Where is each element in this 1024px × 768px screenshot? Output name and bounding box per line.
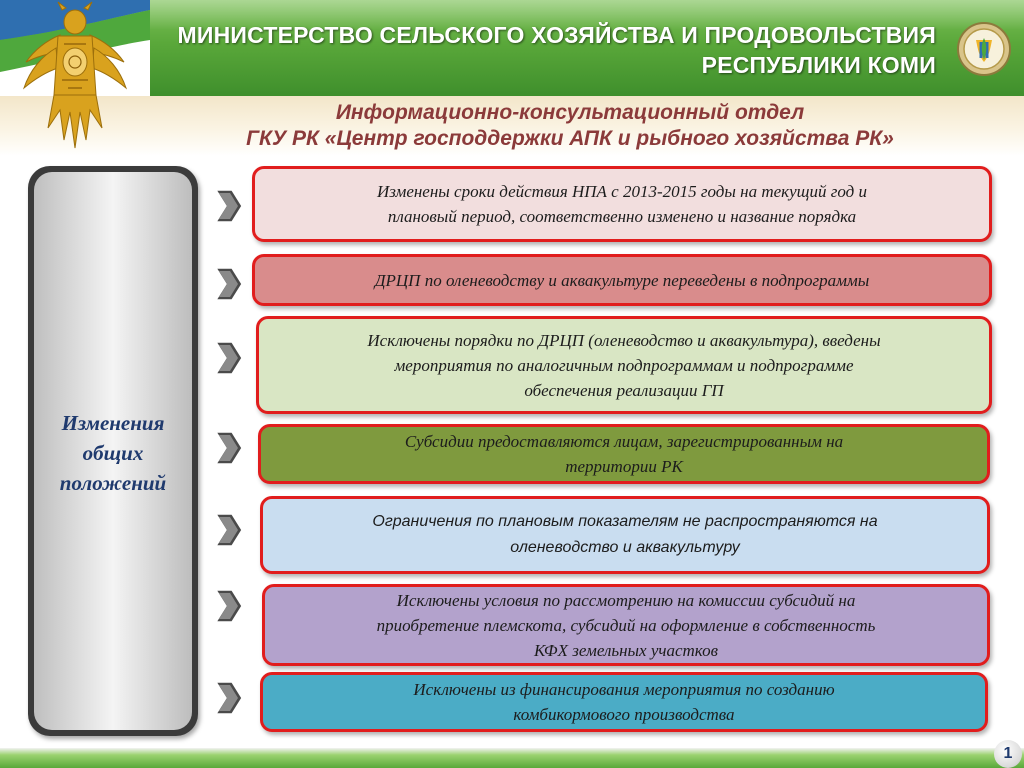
arrow-right-icon	[214, 267, 243, 301]
list-item-text: Изменены сроки действия НПА с 2013-2015 …	[377, 179, 867, 229]
list-item-line: плановый период, соответственно изменено…	[387, 207, 857, 226]
arrow-right-icon	[214, 189, 243, 223]
list-item-line: Исключены из финансирования мероприятия …	[413, 680, 835, 699]
list-item-feed-production: Исключены из финансирования мероприятия …	[260, 672, 988, 732]
list-item-text: Исключены условия по рассмотрению на ком…	[377, 588, 876, 663]
arrow-right-icon	[214, 431, 243, 465]
list-item-line: ДРЦП по оленеводству и аквакультуре пере…	[374, 270, 870, 290]
list-item-line: приобретение племскота, субсидий на офор…	[376, 615, 876, 635]
main-label-line-2: общих	[82, 441, 144, 465]
ministry-line-2: РЕСПУБЛИКИ КОМИ	[701, 52, 936, 78]
main-label-line-3: положений	[59, 471, 167, 495]
list-item-line: Исключены условия по рассмотрению на ком…	[396, 590, 856, 610]
list-item-text: Ограничения по плановым показателям не р…	[372, 509, 877, 561]
arrow-right-icon	[214, 589, 243, 623]
list-item-line: Субсидии предоставляются лицам, зарегист…	[404, 432, 844, 451]
main-category-panel-inner: Изменения общих положений	[34, 172, 192, 730]
list-item-line: Изменены сроки действия НПА с 2013-2015 …	[376, 182, 868, 201]
main-category-panel: Изменения общих положений	[28, 166, 198, 736]
subheader-band	[0, 96, 1024, 156]
list-item-line: КФХ земельных участков	[533, 640, 718, 660]
list-item-excluded-procedures: Исключены порядки по ДРЦП (оленеводство …	[256, 316, 992, 414]
list-item-line: Ограничения по плановым показателям не р…	[372, 513, 878, 530]
header-shine	[0, 0, 1024, 30]
department-title: Информационно-консультационный отдел ГКУ…	[130, 100, 1010, 152]
list-item-text: ДРЦП по оленеводству и аквакультуре пере…	[375, 268, 870, 293]
list-item-subsidies-recipients: Субсидии предоставляются лицам, зарегист…	[258, 424, 990, 484]
list-item-text: Исключены порядки по ДРЦП (оленеводство …	[367, 328, 880, 403]
footer-band	[0, 748, 1024, 768]
list-item-line: территории РК	[565, 457, 683, 476]
main-category-label: Изменения общих положений	[34, 408, 192, 498]
list-item-line: Исключены порядки по ДРЦП (оленеводство …	[367, 330, 881, 350]
arrow-right-icon	[214, 513, 243, 547]
list-item-text: Субсидии предоставляются лицам, зарегист…	[405, 429, 843, 479]
list-item-commission-conditions: Исключены условия по рассмотрению на ком…	[262, 584, 990, 666]
header-banner: МИНИСТЕРСТВО СЕЛЬСКОГО ХОЗЯЙСТВА И ПРОДО…	[0, 0, 1024, 96]
arrow-right-icon	[214, 341, 243, 375]
list-item-plan-indicators: Ограничения по плановым показателям не р…	[260, 496, 990, 574]
ministry-seal-icon	[957, 22, 1011, 76]
list-item-drcp-subprograms: ДРЦП по оленеводству и аквакультуре пере…	[252, 254, 992, 306]
ministry-line-1: МИНИСТЕРСТВО СЕЛЬСКОГО ХОЗЯЙСТВА И ПРОДО…	[177, 22, 936, 48]
department-line-2: ГКУ РК «Центр господдержки АПК и рыбного…	[246, 127, 894, 150]
list-item-line: мероприятия по аналогичным подпрограммам…	[394, 355, 854, 375]
list-item-npa-terms: Изменены сроки действия НПА с 2013-2015 …	[252, 166, 992, 242]
main-label-line-1: Изменения	[61, 411, 165, 435]
page-number: 1	[994, 740, 1022, 768]
list-item-line: обеспечения реализации ГП	[524, 380, 724, 400]
arrow-right-icon	[214, 681, 243, 715]
list-item-line: комбикормового производства	[513, 705, 735, 724]
department-line-1: Информационно-консультационный отдел	[335, 101, 805, 124]
komi-emblem-icon	[22, 1, 128, 149]
ministry-title: МИНИСТЕРСТВО СЕЛЬСКОГО ХОЗЯЙСТВА И ПРОДО…	[178, 20, 936, 80]
list-item-text: Исключены из финансирования мероприятия …	[413, 677, 834, 727]
list-item-line: оленеводство и аквакультуру	[510, 539, 740, 556]
